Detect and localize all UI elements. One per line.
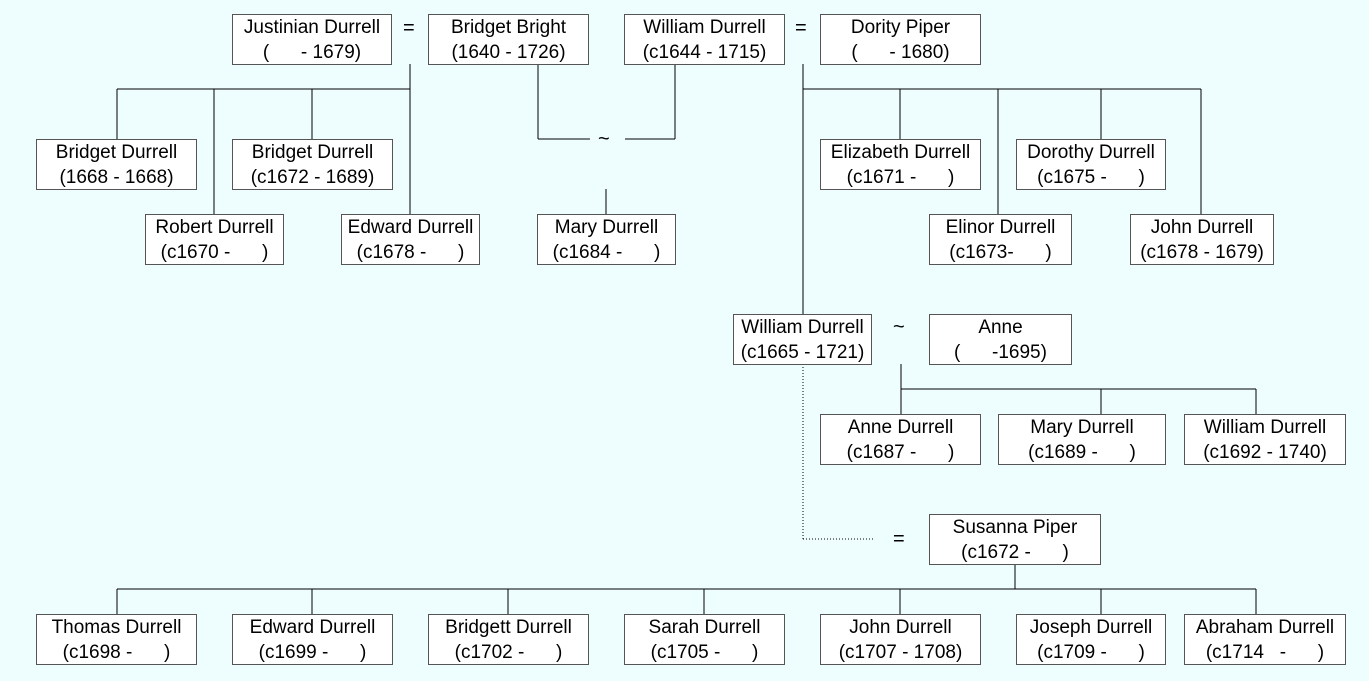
person-name: Susanna Piper bbox=[952, 517, 1078, 538]
person-anne-durrell: Anne Durrell (c1687 - ) bbox=[820, 414, 981, 465]
marriage-symbol: = bbox=[893, 528, 905, 550]
person-john-durrell-1707: John Durrell (c1707 - 1708) bbox=[820, 614, 981, 665]
person-justinian-durrell: Justinian Durrell ( - 1679) bbox=[232, 14, 392, 65]
person-anne: Anne ( -1695) bbox=[929, 314, 1072, 365]
person-name: Abraham Durrell bbox=[1195, 617, 1335, 638]
person-susanna-piper: Susanna Piper (c1672 - ) bbox=[929, 514, 1101, 565]
person-dates: (c1672 - 1689) bbox=[250, 167, 375, 188]
person-name: Robert Durrell bbox=[155, 217, 274, 238]
marriage-symbol: = bbox=[403, 17, 415, 39]
person-name: Dorothy Durrell bbox=[1027, 142, 1155, 163]
person-dates: ( -1695) bbox=[954, 342, 1047, 363]
person-dates: (c1707 - 1708) bbox=[838, 642, 963, 663]
person-name: Edward Durrell bbox=[347, 217, 474, 238]
person-edward-durrell-1699: Edward Durrell (c1699 - ) bbox=[232, 614, 393, 665]
person-william-durrell-sr: William Durrell (c1644 - 1715) bbox=[624, 14, 785, 65]
person-dates: ( - 1679) bbox=[262, 42, 362, 63]
person-bridget-durrell-1668: Bridget Durrell (1668 - 1668) bbox=[36, 139, 197, 190]
person-dates: (c1699 - ) bbox=[258, 642, 367, 663]
person-name: Bridgett Durrell bbox=[445, 617, 572, 638]
person-name: Joseph Durrell bbox=[1029, 617, 1153, 638]
person-name: William Durrell bbox=[643, 17, 766, 38]
person-dates: (c1692 - 1740) bbox=[1203, 442, 1327, 463]
person-dates: (c1644 - 1715) bbox=[642, 42, 767, 63]
person-name: John Durrell bbox=[849, 617, 952, 638]
person-dates: (c1702 - ) bbox=[454, 642, 563, 663]
person-mary-durrell-1689: Mary Durrell (c1689 - ) bbox=[998, 414, 1166, 465]
union-symbol: ~ bbox=[598, 128, 610, 150]
person-name: Mary Durrell bbox=[554, 217, 659, 238]
person-name: William Durrell bbox=[1203, 417, 1327, 438]
person-name: John Durrell bbox=[1150, 217, 1254, 238]
person-elinor-durrell: Elinor Durrell (c1673- ) bbox=[929, 214, 1072, 265]
person-dates: (c1673- ) bbox=[949, 242, 1052, 263]
marriage-symbol: = bbox=[795, 17, 807, 39]
person-mary-durrell-1684: Mary Durrell (c1684 - ) bbox=[537, 214, 676, 265]
person-dority-piper: Dority Piper ( - 1680) bbox=[820, 14, 981, 65]
person-name: Justinian Durrell bbox=[243, 17, 381, 38]
person-sarah-durrell: Sarah Durrell (c1705 - ) bbox=[624, 614, 785, 665]
person-dates: (1640 - 1726) bbox=[451, 42, 566, 63]
person-edward-durrell-1678: Edward Durrell (c1678 - ) bbox=[341, 214, 480, 265]
person-name: Elinor Durrell bbox=[945, 217, 1056, 238]
person-name: Bridget Durrell bbox=[55, 142, 178, 163]
person-robert-durrell: Robert Durrell (c1670 - ) bbox=[145, 214, 284, 265]
person-abraham-durrell: Abraham Durrell (c1714 - ) bbox=[1184, 614, 1346, 665]
person-dates: (c1678 - ) bbox=[356, 242, 465, 263]
person-name: Bridget Bright bbox=[450, 17, 567, 38]
person-john-durrell-1678: John Durrell (c1678 - 1679) bbox=[1130, 214, 1274, 265]
person-name: Bridget Durrell bbox=[251, 142, 374, 163]
person-dates: (c1684 - ) bbox=[552, 242, 661, 263]
person-elizabeth-durrell: Elizabeth Durrell (c1671 - ) bbox=[820, 139, 981, 190]
person-name: Elizabeth Durrell bbox=[830, 142, 971, 163]
person-dates: (c1678 - 1679) bbox=[1140, 242, 1264, 263]
union-symbol: ~ bbox=[893, 316, 905, 338]
person-dates: (c1714 - ) bbox=[1205, 642, 1325, 663]
person-joseph-durrell: Joseph Durrell (c1709 - ) bbox=[1016, 614, 1166, 665]
person-dates: (c1698 - ) bbox=[62, 642, 171, 663]
person-name: Mary Durrell bbox=[1030, 417, 1134, 438]
person-thomas-durrell: Thomas Durrell (c1698 - ) bbox=[36, 614, 197, 665]
person-bridget-durrell-1672: Bridget Durrell (c1672 - 1689) bbox=[232, 139, 393, 190]
person-name: Dority Piper bbox=[850, 17, 951, 38]
person-william-durrell-jr: William Durrell (c1665 - 1721) bbox=[733, 314, 872, 365]
person-dates: (c1705 - ) bbox=[650, 642, 759, 663]
person-william-durrell-1692: William Durrell (c1692 - 1740) bbox=[1184, 414, 1346, 465]
person-dates: (c1675 - ) bbox=[1037, 167, 1145, 188]
person-dates: (1668 - 1668) bbox=[59, 167, 174, 188]
person-dates: (c1670 - ) bbox=[160, 242, 269, 263]
person-dates: ( - 1680) bbox=[851, 42, 950, 63]
person-dates: (c1689 - ) bbox=[1028, 442, 1136, 463]
person-dates: (c1687 - ) bbox=[846, 442, 955, 463]
person-name: Anne bbox=[978, 317, 1023, 338]
person-dates: (c1671 - ) bbox=[846, 167, 955, 188]
person-name: Thomas Durrell bbox=[51, 617, 182, 638]
person-name: Edward Durrell bbox=[249, 617, 376, 638]
person-bridget-bright: Bridget Bright (1640 - 1726) bbox=[428, 14, 589, 65]
person-bridgett-durrell: Bridgett Durrell (c1702 - ) bbox=[428, 614, 589, 665]
person-dates: (c1672 - ) bbox=[961, 542, 1069, 563]
person-name: William Durrell bbox=[741, 317, 864, 338]
person-dorothy-durrell: Dorothy Durrell (c1675 - ) bbox=[1016, 139, 1166, 190]
person-dates: (c1665 - 1721) bbox=[740, 342, 865, 363]
person-name: Anne Durrell bbox=[847, 417, 954, 438]
person-dates: (c1709 - ) bbox=[1037, 642, 1145, 663]
person-name: Sarah Durrell bbox=[648, 617, 761, 638]
